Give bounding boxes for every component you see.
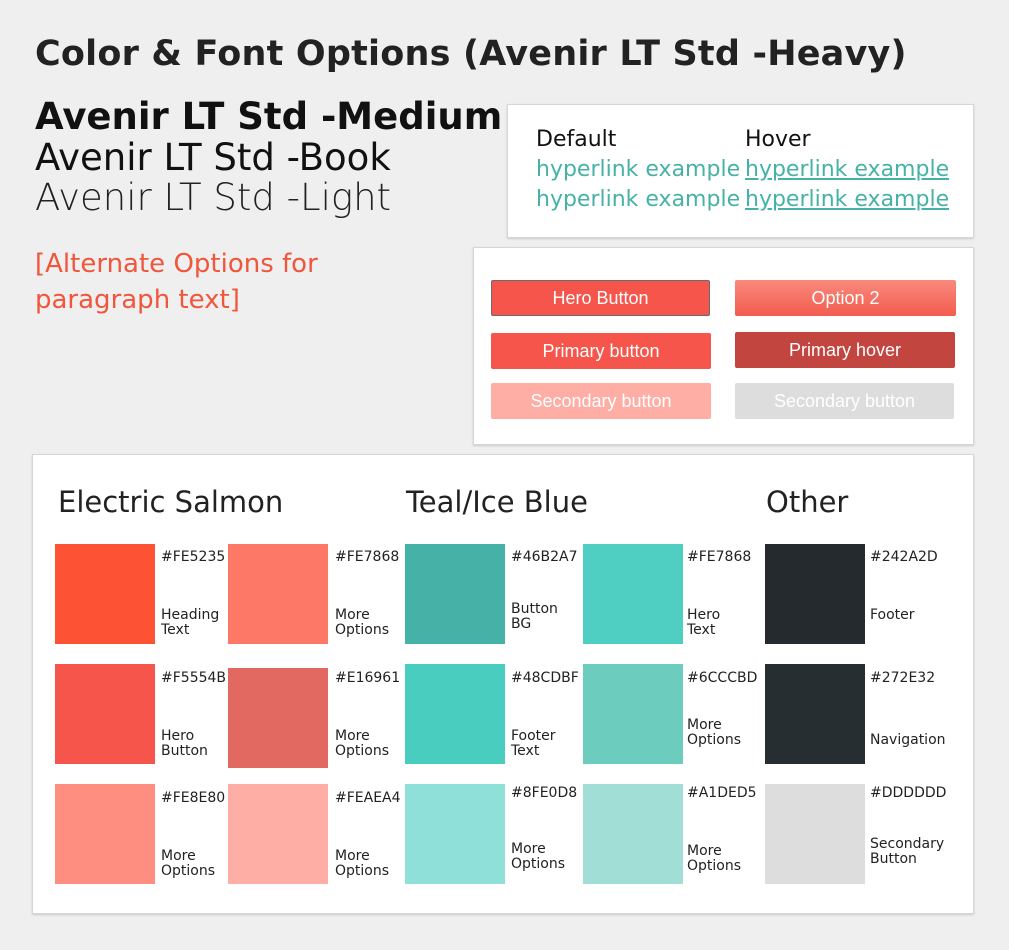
hyperlink-hover[interactable]: hyperlink example	[745, 157, 950, 182]
swatch-hex: #FE8E80	[161, 790, 226, 806]
swatch-description: More Options	[161, 848, 216, 879]
swatch-hex: #E16961	[335, 670, 401, 686]
color-swatch	[583, 544, 683, 644]
secondary-button-alt[interactable]: Secondary button	[735, 383, 954, 419]
swatch-description: Footer	[870, 607, 915, 623]
swatch-hex: #6CCCBD	[687, 670, 758, 686]
swatch-hex: #8FE0D8	[511, 785, 578, 801]
alternate-options-note: [Alternate Options for paragraph text]	[35, 249, 318, 315]
swatch-hex: #A1DED5	[687, 785, 757, 801]
color-swatch	[55, 664, 155, 764]
swatch-hex: #DDDDDD	[870, 785, 947, 801]
page-title: Color & Font Options (Avenir LT Std -Hea…	[35, 34, 907, 74]
swatch-description: More Options	[511, 841, 566, 872]
swatch-description: Footer Text	[511, 728, 556, 759]
primary-hover-button[interactable]: Primary hover	[735, 332, 955, 368]
swatch-description: Hero Text	[687, 607, 721, 638]
other-title: Other	[766, 485, 849, 519]
color-swatch	[228, 544, 328, 644]
color-swatch	[405, 544, 505, 644]
color-swatch	[765, 664, 865, 764]
swatch-hex: #FE7868	[687, 549, 752, 565]
swatch-description: Secondary Button	[870, 836, 945, 867]
swatch-description: More Options	[335, 728, 390, 759]
swatch-hex: #48CDBF	[511, 670, 579, 686]
hyperlink-default[interactable]: hyperlink example	[536, 157, 741, 182]
secondary-button[interactable]: Secondary button	[491, 383, 711, 419]
buttons-card: Hero Button Option 2 Primary button Prim…	[473, 247, 974, 445]
color-swatch	[55, 784, 155, 884]
default-links-column: Default hyperlink example hyperlink exam…	[536, 125, 740, 215]
swatch-description: More Options	[687, 843, 742, 874]
teal-ice-blue-title: Teal/Ice Blue	[406, 485, 588, 519]
hyperlink-default[interactable]: hyperlink example	[536, 187, 741, 212]
swatch-hex: #242A2D	[870, 549, 938, 565]
swatch-hex: #272E32	[870, 670, 936, 686]
color-swatch	[405, 664, 505, 764]
color-palette-card: Electric Salmon Teal/Ice Blue Other #FE5…	[32, 454, 974, 914]
swatch-description: More Options	[335, 848, 390, 879]
swatch-hex: #FE5235	[161, 549, 226, 565]
font-sample-light: Avenir LT Std -Light	[35, 176, 392, 219]
color-swatch	[228, 668, 328, 768]
option-2-button[interactable]: Option 2	[735, 280, 956, 316]
color-swatch	[228, 784, 328, 884]
color-swatch	[765, 784, 865, 884]
hover-label: Hover	[745, 127, 811, 152]
default-label: Default	[536, 127, 617, 152]
swatch-hex: #FE7868	[335, 549, 400, 565]
swatch-description: Heading Text	[161, 607, 220, 638]
font-sample-book: Avenir LT Std -Book	[35, 136, 391, 179]
swatch-description: Hero Button	[161, 728, 208, 759]
primary-button[interactable]: Primary button	[491, 333, 711, 369]
swatch-description: Button BG	[511, 601, 558, 632]
hover-links-column: Hover hyperlink example hyperlink exampl…	[745, 125, 949, 215]
color-swatch	[405, 784, 505, 884]
color-swatch	[583, 664, 683, 764]
font-sample-medium: Avenir LT Std -Medium	[35, 95, 503, 138]
swatch-description: More Options	[687, 717, 742, 748]
swatch-description: Navigation	[870, 732, 946, 748]
color-swatch	[583, 784, 683, 884]
swatch-description: More Options	[335, 607, 390, 638]
color-swatch	[55, 544, 155, 644]
color-swatch	[765, 544, 865, 644]
swatch-hex: #F5554B	[161, 670, 227, 686]
hero-button[interactable]: Hero Button	[491, 280, 710, 316]
swatch-hex: #FEAEA4	[335, 790, 401, 806]
hyperlink-card: Default hyperlink example hyperlink exam…	[507, 104, 974, 238]
hyperlink-hover[interactable]: hyperlink example	[745, 187, 950, 212]
electric-salmon-title: Electric Salmon	[58, 485, 284, 519]
swatch-hex: #46B2A7	[511, 549, 578, 565]
